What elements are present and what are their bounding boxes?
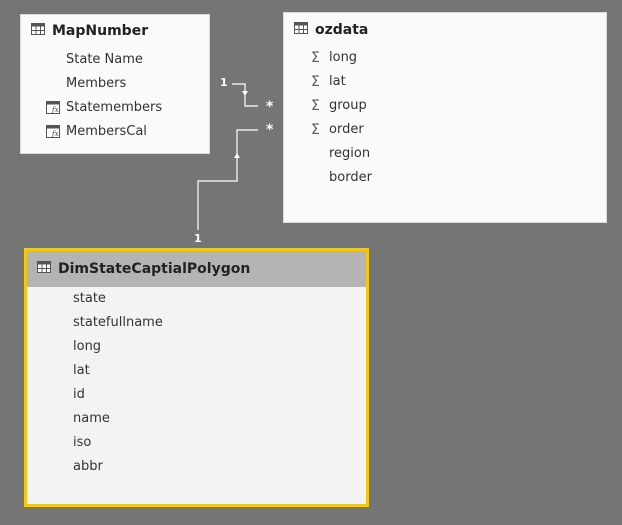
field-row[interactable]: Σ group (284, 96, 606, 116)
field-label: Members (66, 76, 127, 91)
table-header[interactable]: MapNumber (21, 15, 209, 47)
table-card-ozdata[interactable]: ozdata Σ long Σ lat Σ group Σ order regi… (283, 12, 607, 223)
field-row[interactable]: Σ order (284, 120, 606, 140)
relationship-many-label: * (266, 99, 274, 115)
field-row[interactable]: State Name (21, 50, 209, 70)
field-row[interactable]: abbr (27, 457, 366, 477)
field-label: name (73, 411, 110, 426)
svg-text:fx: fx (51, 106, 59, 114)
field-label: group (329, 98, 367, 113)
field-row[interactable]: border (284, 168, 606, 188)
sigma-icon: Σ (311, 50, 320, 66)
field-label: order (329, 122, 364, 137)
field-label: long (329, 50, 358, 65)
field-row[interactable]: lat (27, 361, 366, 381)
table-title: DimStateCaptialPolygon (58, 261, 251, 277)
field-row[interactable]: region (284, 144, 606, 164)
field-row[interactable]: Σ long (284, 48, 606, 68)
sigma-icon: Σ (311, 98, 320, 114)
sigma-icon: Σ (311, 122, 320, 138)
calculated-column-icon: fx (46, 125, 60, 145)
table-card-mapnumber[interactable]: MapNumber State Name Members fx Statemem… (20, 14, 210, 154)
field-label: abbr (73, 459, 103, 474)
filter-direction-arrow-up (234, 153, 240, 158)
svg-text:fx: fx (51, 130, 59, 138)
field-label: State Name (66, 52, 143, 67)
sigma-icon: Σ (311, 74, 320, 90)
field-label: state (73, 291, 106, 306)
field-row[interactable]: fx MembersCal (21, 122, 209, 142)
field-row[interactable]: Σ lat (284, 72, 606, 92)
table-header[interactable]: DimStateCaptialPolygon (27, 251, 366, 287)
relationship-many-label: * (266, 122, 274, 138)
field-row[interactable]: iso (27, 433, 366, 453)
field-label: lat (329, 74, 346, 89)
relationship-one-label: 1 (194, 232, 202, 245)
table-title: MapNumber (52, 23, 149, 39)
table-header[interactable]: ozdata (284, 13, 606, 47)
table-title: ozdata (315, 22, 369, 38)
field-label: iso (73, 435, 92, 450)
field-row[interactable]: long (27, 337, 366, 357)
field-label: long (73, 339, 102, 354)
field-row[interactable]: state (27, 289, 366, 309)
field-label: border (329, 170, 372, 185)
relationship-one-label: 1 (220, 76, 228, 89)
field-label: Statemembers (66, 100, 163, 115)
field-label: MembersCal (66, 124, 147, 139)
field-row[interactable]: Members (21, 74, 209, 94)
field-label: statefullname (73, 315, 163, 330)
calculated-column-icon: fx (46, 101, 60, 121)
field-row[interactable]: statefullname (27, 313, 366, 333)
field-label: lat (73, 363, 90, 378)
filter-direction-arrow-down (242, 91, 248, 96)
field-row[interactable]: id (27, 385, 366, 405)
field-label: id (73, 387, 85, 402)
table-icon (294, 22, 308, 38)
table-icon (37, 261, 51, 277)
field-label: region (329, 146, 371, 161)
field-row[interactable]: name (27, 409, 366, 429)
table-icon (31, 23, 45, 39)
table-card-dimstatecaptialpolygon[interactable]: DimStateCaptialPolygon state statefullna… (24, 248, 369, 507)
field-row[interactable]: fx Statemembers (21, 98, 209, 118)
